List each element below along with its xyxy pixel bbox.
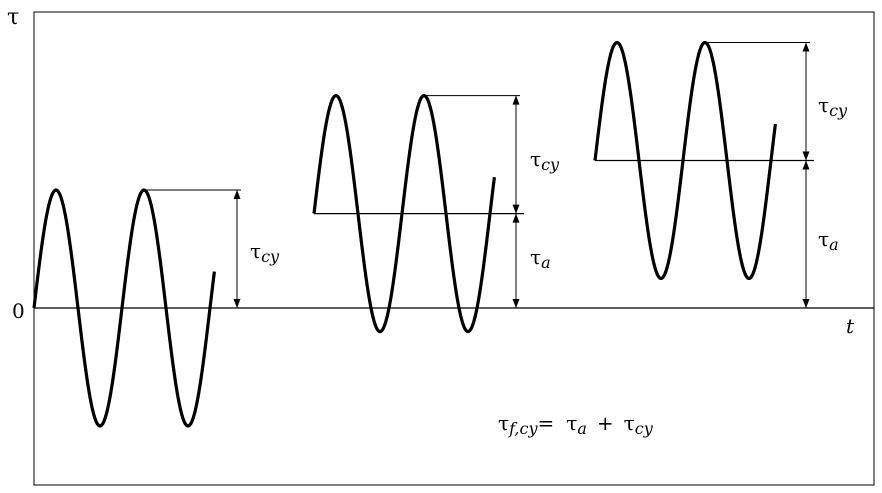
y-axis-label: τ xyxy=(7,5,19,30)
case-3-mean-arrow-bottom xyxy=(802,299,810,308)
case-1-amplitude-label: τcy xyxy=(250,239,280,266)
case-2-group: τcy τa xyxy=(312,94,560,334)
case-1-amplitude-arrow-bottom xyxy=(233,299,241,308)
case-3-amplitude-arrow-top xyxy=(802,42,810,52)
case-3-waveform xyxy=(593,40,777,281)
formula-lhs-base: τ xyxy=(498,411,509,435)
formula-lhs-sub: f,cy xyxy=(508,419,538,438)
x-axis-label: t xyxy=(846,314,855,338)
case-1-amplitude-sub: cy xyxy=(261,247,280,266)
case-2-mean-arrow-top xyxy=(512,213,520,223)
case-2-mean-label: τa xyxy=(530,245,551,272)
case-2-mean-arrow-bottom xyxy=(512,299,520,308)
case-2-waveform xyxy=(312,94,496,334)
case-2-mean-base: τ xyxy=(530,245,541,269)
case-2-amplitude-arrow-top xyxy=(512,95,520,105)
case-1-waveform xyxy=(32,188,216,428)
case-3-mean-label: τa xyxy=(818,227,839,254)
formula-plus: + xyxy=(597,411,614,435)
formula-term1-sub: a xyxy=(577,419,587,438)
formula-term1-base: τ xyxy=(566,411,577,435)
case-3-mean-sub: a xyxy=(829,235,839,254)
case-1-amplitude-base: τ xyxy=(250,239,261,263)
case-2-amplitude-label: τcy xyxy=(530,147,560,174)
case-3-amplitude-arrow-bottom xyxy=(802,151,810,161)
case-3-mean-base: τ xyxy=(818,227,829,251)
case-3-amplitude-sub: cy xyxy=(829,101,848,120)
diagram-frame xyxy=(33,11,875,486)
case-2-mean-sub: a xyxy=(541,253,551,272)
formula: τf,cy=τa+τcy xyxy=(498,411,654,438)
formula-term2-base: τ xyxy=(624,411,635,435)
case-3-amplitude-base: τ xyxy=(818,93,829,117)
origin-label: 0 xyxy=(12,299,25,323)
case-2-amplitude-base: τ xyxy=(530,147,541,171)
case-3-amplitude-label: τcy xyxy=(818,93,848,120)
formula-equals: = xyxy=(538,411,555,435)
case-2-amplitude-arrow-bottom xyxy=(512,204,520,214)
case-3-group: τcy τa xyxy=(593,40,848,308)
case-2-amplitude-sub: cy xyxy=(541,155,560,174)
case-3-mean-arrow-top xyxy=(802,160,810,170)
case-1-group: τcy xyxy=(32,188,280,428)
formula-term2-sub: cy xyxy=(635,419,654,438)
case-1-amplitude-arrow-top xyxy=(233,190,241,199)
